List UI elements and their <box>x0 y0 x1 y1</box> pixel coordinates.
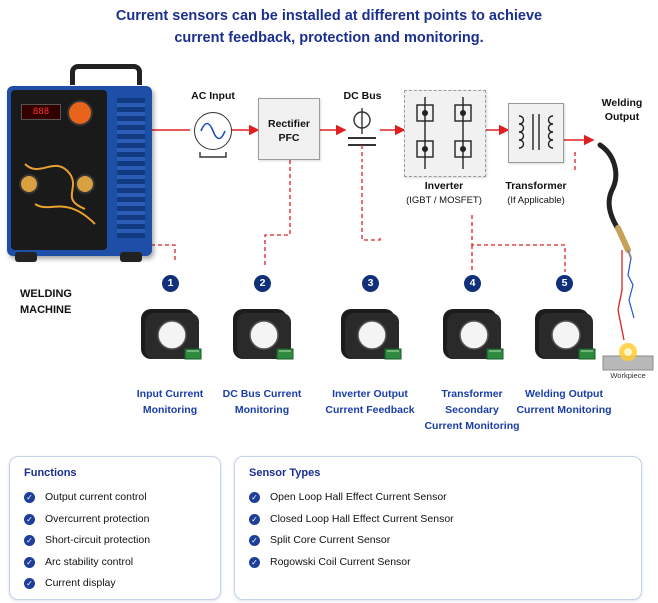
sensor-type-item: ✓Open Loop Hall Effect Current Sensor <box>249 491 454 513</box>
diagram-title-line2: current feedback, protection and monitor… <box>174 30 484 46</box>
machine-display: 888 <box>21 104 61 120</box>
rectifier-label-line1: Rectifier <box>267 118 310 130</box>
functions-item: ✓Overcurrent protection <box>24 513 150 535</box>
inverter-sublabel: (IGBT / MOSFET) <box>406 195 482 206</box>
current-sensor-icon <box>141 309 202 360</box>
check-icon: ✓ <box>249 556 260 568</box>
machine-label: WELDING MACHINE <box>20 286 120 318</box>
transformer-coil-icon <box>518 114 554 150</box>
ac-input-label: AC Input <box>191 90 235 102</box>
sensor-badge-5: 5 <box>556 275 573 292</box>
sensor-types-panel: Sensor Types ✓Open Loop Hall Effect Curr… <box>234 456 642 600</box>
sensor-caption-line1: DC Bus Current <box>222 388 302 400</box>
dc-bus-label: DC Bus <box>343 90 382 102</box>
check-icon: ✓ <box>249 513 260 525</box>
rectifier-label-line2: PFC <box>278 132 300 144</box>
check-icon: ✓ <box>24 492 35 503</box>
tap-line-2 <box>264 160 291 268</box>
current-sensor-5 <box>531 303 597 365</box>
check-icon: ✓ <box>249 492 260 503</box>
welding-output-line1: Welding <box>601 97 643 109</box>
machine-label-line2: MACHINE <box>20 304 72 316</box>
machine-vents <box>117 98 145 238</box>
transformer-block <box>508 103 564 163</box>
check-icon: ✓ <box>24 578 35 589</box>
inverter-block <box>404 90 486 177</box>
check-icon: ✓ <box>24 535 35 546</box>
igbt-bridge-icon <box>416 97 472 169</box>
diagram-title-line1: Current sensors can be installed at diff… <box>115 8 543 24</box>
rectifier-pfc-block: Rectifier PFC <box>258 98 320 160</box>
transformer-sublabel: (If Applicable) <box>507 195 565 206</box>
output-terminal-left <box>19 174 39 194</box>
sensor-caption-line2: Monitoring <box>142 404 198 416</box>
welding-output-label: Welding Output <box>592 96 652 124</box>
torch-nozzle <box>615 225 631 253</box>
welding-machine: 888 <box>5 64 155 269</box>
check-icon: ✓ <box>24 556 35 568</box>
sensor-types-title: Sensor Types <box>249 467 321 479</box>
check-icon: ✓ <box>24 513 35 525</box>
sensor-caption-line2: Monitoring <box>234 404 290 416</box>
sensor-badge-4: 4 <box>464 275 481 292</box>
functions-list: ✓Output current control ✓Overcurrent pro… <box>24 491 150 599</box>
sensor-caption-line1: Input Current <box>136 388 204 400</box>
sensor-caption-line1: Welding Output <box>525 388 603 400</box>
sensor-type-item: ✓Split Core Current Sensor <box>249 534 454 556</box>
current-sensor-1 <box>137 303 203 365</box>
arc-wire <box>627 257 635 319</box>
sensor-types-list: ✓Open Loop Hall Effect Current Sensor ✓C… <box>249 491 454 577</box>
machine-foot-right <box>120 252 142 262</box>
sensor-caption-line2: Current Feedback <box>325 404 415 416</box>
functions-item: ✓Output current control <box>24 491 150 513</box>
functions-panel: Functions ✓Output current control ✓Overc… <box>9 456 221 600</box>
torch-cable <box>597 142 623 235</box>
machine-foot-left <box>15 252 37 262</box>
machine-handle <box>70 64 142 85</box>
current-sensor-2 <box>229 303 295 365</box>
sensor-caption-line2: Secondary <box>445 404 499 416</box>
sensor-type-item: ✓Closed Loop Hall Effect Current Sensor <box>249 513 454 535</box>
functions-item: ✓Short-circuit protection <box>24 534 150 556</box>
torch-tip <box>627 249 632 259</box>
sensor-caption-line1: Inverter Output <box>332 388 408 400</box>
machine-label-line1: WELDING <box>20 288 72 300</box>
ground-wire <box>617 250 625 341</box>
welding-output-line2: Output <box>604 111 640 123</box>
sensor-caption-line1: Transformer <box>441 388 503 400</box>
tap-line-3 <box>361 165 381 241</box>
sensor-type-item: ✓Rogowski Coil Current Sensor <box>249 556 454 578</box>
sensor-badge-3: 3 <box>362 275 379 292</box>
output-terminal-right <box>75 174 95 194</box>
current-sensor-3 <box>337 303 403 365</box>
transformer-label: Transformer <box>505 180 567 192</box>
inverter-label: Inverter <box>424 180 464 192</box>
ac-source-icon <box>194 112 232 150</box>
sensor-badge-2: 2 <box>254 275 271 292</box>
functions-title: Functions <box>24 467 77 479</box>
machine-knob <box>67 100 93 126</box>
tap-line-4 <box>471 215 566 272</box>
current-sensor-icon <box>443 309 504 360</box>
current-sensor-4 <box>439 303 505 365</box>
ac-ground-icon <box>199 152 227 158</box>
check-icon: ✓ <box>249 535 260 546</box>
current-sensor-icon <box>535 309 596 360</box>
dc-bus-capacitor-icon <box>348 108 376 162</box>
sensor-badge-1: 1 <box>162 275 179 292</box>
sensor-caption-line3: Current Monitoring <box>424 420 520 432</box>
functions-item: ✓Arc stability control <box>24 556 150 578</box>
current-sensor-icon <box>233 309 294 360</box>
sensor-caption-line2: Current Monitoring <box>516 404 612 416</box>
machine-internal-wiring <box>24 163 96 225</box>
workpiece-label: Workpiece <box>610 371 646 380</box>
functions-item: ✓Current display <box>24 577 150 599</box>
current-sensor-icon <box>341 309 402 360</box>
